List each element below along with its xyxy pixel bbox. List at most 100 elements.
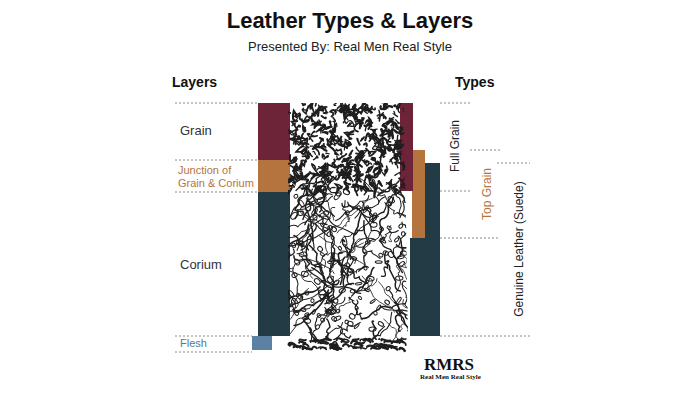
grain-fibre — [326, 152, 329, 154]
corium-loop — [300, 307, 306, 312]
corium-loop — [356, 205, 361, 210]
grain-fibre — [372, 148, 377, 150]
grain-fibre — [339, 144, 344, 146]
grain-fibre — [344, 183, 351, 192]
grain-fibre — [367, 166, 372, 172]
corium-fibre — [330, 239, 362, 267]
grain-fibre — [403, 109, 408, 112]
grain-fibre — [380, 151, 384, 163]
type-bars — [400, 103, 440, 336]
grain-fibre — [364, 143, 367, 146]
grain-fibre — [389, 145, 391, 149]
grain-fibre — [403, 164, 407, 167]
grain-fibre — [296, 125, 301, 133]
flesh-fibre — [371, 348, 380, 349]
grain-fibre — [330, 128, 334, 139]
corium-loop — [340, 269, 344, 273]
grain-fibre — [356, 153, 362, 157]
corium-loop — [290, 211, 299, 220]
grain-fibre — [333, 159, 336, 164]
grain-fibre — [316, 188, 322, 189]
corium-loop — [316, 313, 321, 318]
grain-fibre — [397, 135, 399, 139]
corium-fibre — [402, 222, 414, 230]
grain-fibre — [290, 166, 293, 171]
corium-loop — [322, 215, 330, 220]
grain-fibre — [345, 157, 351, 160]
corium-fibre — [361, 304, 405, 319]
grain-fibre — [345, 103, 352, 114]
corium-fibre — [306, 236, 311, 268]
grain-fibre — [349, 150, 352, 155]
grain-fibre — [302, 172, 311, 179]
corium-loop — [354, 323, 360, 329]
grain-fibre — [400, 127, 402, 129]
corium-loop — [323, 210, 329, 215]
grain-fibre — [358, 107, 363, 111]
corium-loop — [338, 246, 342, 251]
grain-fibre — [379, 110, 381, 116]
corium-loop — [311, 299, 315, 303]
grain-fibre — [310, 146, 315, 147]
flesh-fibre — [341, 341, 347, 342]
grain-fibre — [317, 168, 321, 171]
grain-fibre — [378, 149, 381, 151]
corium-fibre — [355, 300, 362, 319]
corium-loop — [301, 271, 309, 277]
flesh-fibre — [343, 344, 348, 346]
corium-loop — [376, 305, 381, 311]
corium-loop — [375, 261, 382, 264]
grain-fibre — [397, 151, 401, 155]
grain-fibre — [338, 149, 342, 154]
grain-fibre — [380, 147, 382, 152]
grain-fibre — [400, 187, 406, 188]
corium-fibre — [355, 197, 385, 218]
corium-fibre — [398, 213, 424, 224]
grain-fibre — [334, 165, 340, 169]
corium-loop — [377, 321, 384, 327]
corium-fibre — [297, 210, 325, 224]
grain-fibre — [371, 180, 373, 185]
grain-fibre — [296, 146, 304, 152]
corium-loop — [298, 211, 304, 215]
grain-fibre — [300, 114, 302, 119]
corium-fibre — [347, 266, 368, 275]
corium-loop — [291, 242, 296, 248]
grain-fibre — [336, 123, 338, 126]
grain-fibre — [369, 175, 372, 187]
grain-fibre — [303, 108, 307, 114]
grain-fibre — [403, 167, 405, 169]
corium-fibre — [393, 226, 407, 253]
corium-loop — [298, 199, 306, 208]
grain-fibre — [294, 163, 302, 172]
corium-loop — [401, 231, 405, 236]
grain-fibre — [375, 162, 382, 167]
corium-loop — [370, 299, 376, 304]
flesh-fibre — [388, 346, 397, 348]
grain-fibre — [307, 133, 312, 141]
corium-fibre — [294, 236, 309, 250]
grain-fibre — [348, 123, 351, 126]
corium-loop — [362, 205, 369, 213]
layer-name: Junction of Grain & Corium — [178, 164, 256, 189]
grain-fibre — [302, 110, 307, 112]
hide-fibres — [260, 101, 443, 349]
grain-fibre — [391, 120, 395, 123]
corium-loop — [400, 250, 407, 255]
grain-fibre — [381, 139, 384, 145]
corium-loop — [330, 236, 334, 240]
grain-fibre — [310, 105, 315, 113]
grain-fibre — [300, 143, 303, 146]
corium-fibre — [402, 268, 426, 291]
corium-loop — [333, 315, 341, 321]
grain-fibre — [322, 173, 331, 177]
grain-fibre — [304, 179, 308, 182]
logo-tagline: Real Men Real Style — [420, 374, 481, 381]
corium-loop — [303, 317, 311, 324]
corium-loop — [320, 252, 325, 257]
grain-fibre — [316, 149, 319, 155]
corium-fibre — [333, 254, 348, 277]
grain-fibre — [379, 169, 385, 176]
grain-fibre — [304, 138, 307, 141]
